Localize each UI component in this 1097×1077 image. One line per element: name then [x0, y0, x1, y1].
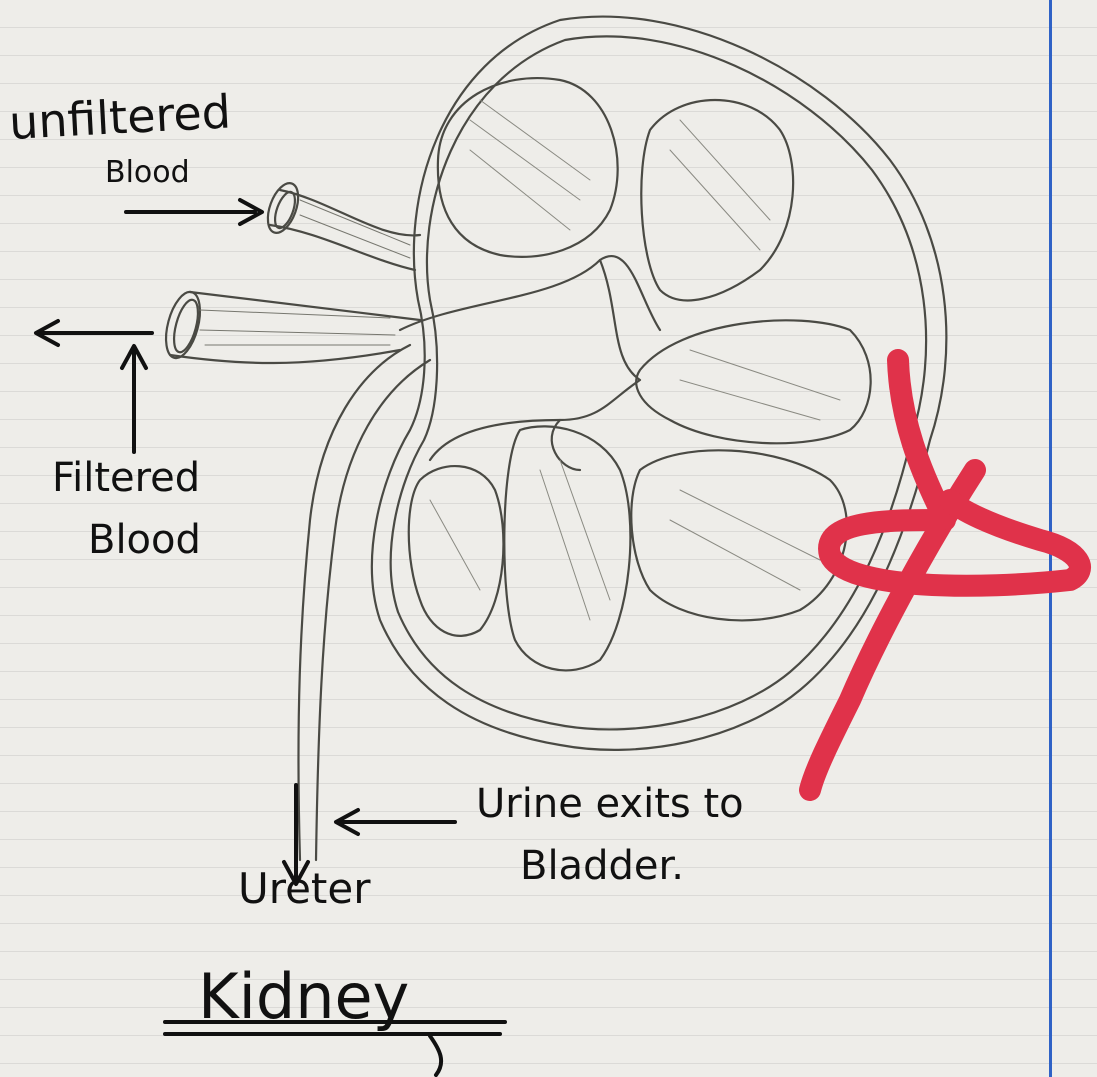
label-filtered: Filtered	[52, 458, 200, 498]
label-urine-exits: Urine exits to	[476, 784, 744, 824]
kidney-lobe	[636, 320, 870, 443]
label-ureter: Ureter	[238, 868, 371, 910]
label-bladder: Bladder.	[520, 846, 684, 886]
ureter-tube	[298, 345, 410, 860]
kidney-lobe	[504, 426, 630, 670]
kidney-outline-inner	[391, 36, 926, 729]
kidney-lobe	[438, 78, 618, 257]
renal-vein	[190, 292, 420, 320]
renal-vein	[170, 350, 400, 363]
label-unfiltered-blood: Blood	[105, 158, 190, 188]
red-mark	[810, 360, 1080, 790]
label-filtered-blood: Blood	[88, 520, 201, 560]
page-title: Kidney	[198, 966, 409, 1028]
ureter-tube	[316, 360, 430, 860]
kidney-lobe	[641, 100, 793, 300]
kidney-lobe	[409, 466, 504, 636]
kidney-outline	[372, 17, 946, 750]
renal-artery	[280, 190, 420, 235]
label-unfiltered: unfiltered	[8, 88, 232, 146]
kidney-lobe	[631, 450, 847, 620]
